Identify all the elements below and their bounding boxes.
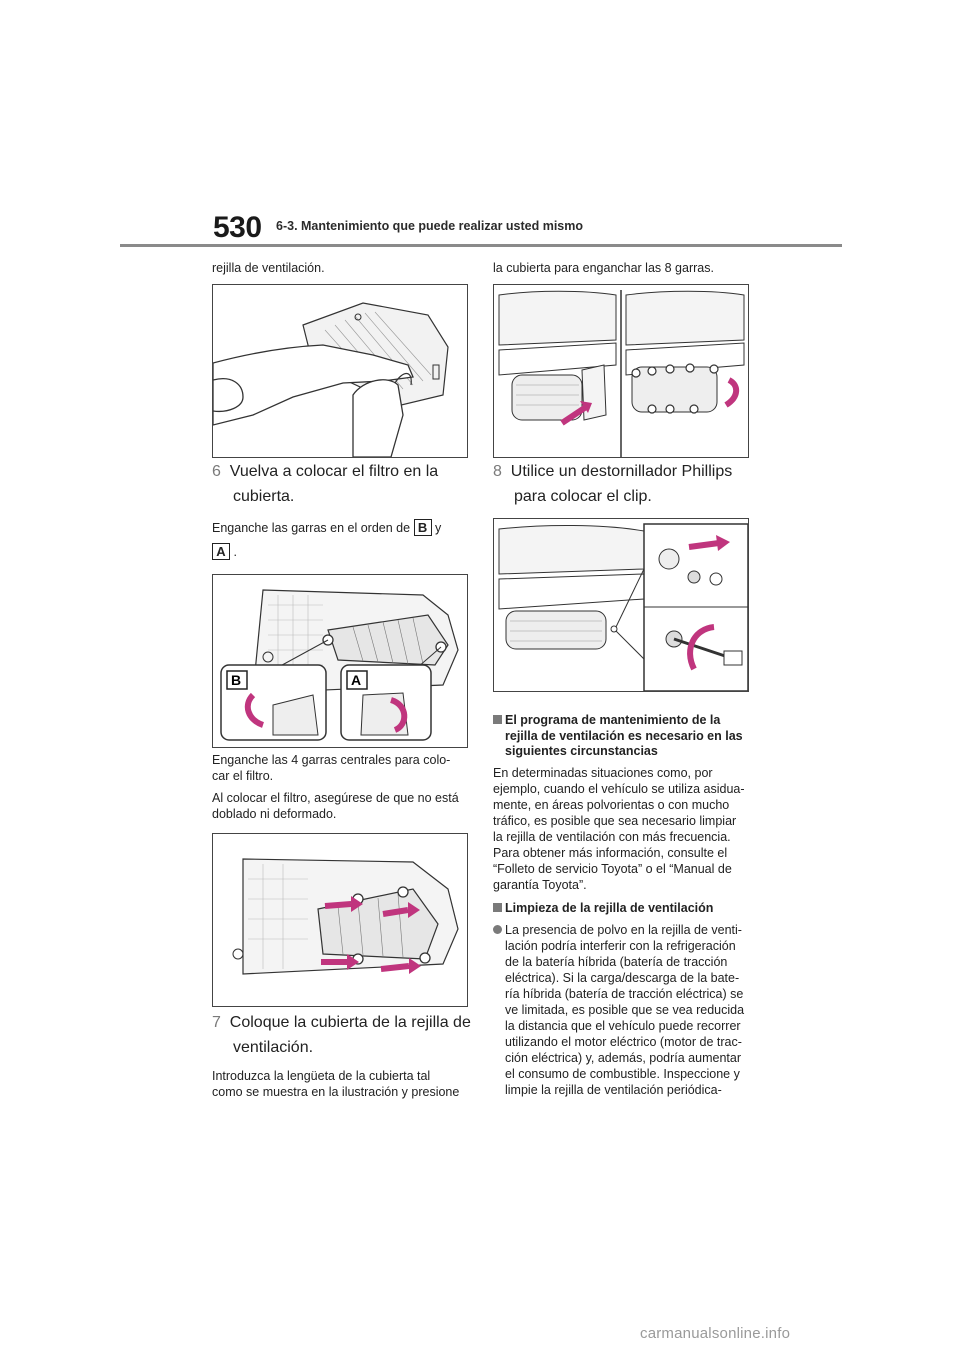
intro-text-left: rejilla de ventilación. — [212, 261, 325, 275]
step-7-note-line1: Introduzca la lengüeta de la cubierta ta… — [212, 1069, 431, 1083]
bullet-1-line2: lación podría interferir con la refriger… — [505, 939, 736, 953]
step-6-note-prefix: Enganche las garras en el orden de — [212, 521, 411, 535]
para-1-line2: ejemplo, cuando el vehículo se utiliza a… — [493, 782, 745, 796]
note-2-line2: car el filtro. — [212, 769, 274, 783]
heading-cleaning: Limpieza de la rejilla de ventilación — [493, 901, 713, 917]
footer-site-link[interactable]: carmanualsonline.info — [640, 1325, 791, 1342]
round-bullet-icon — [493, 925, 502, 934]
figure-cover-install — [493, 284, 749, 458]
step-6-line2: cubierta. — [233, 488, 295, 505]
note-2-line1: Enganche las 4 garras centrales para col… — [212, 753, 451, 767]
label-b: B — [413, 519, 432, 536]
step-6-line1: Vuelva a colocar el filtro en la — [229, 463, 439, 480]
para-1-line5: la rejilla de ventilación con más frecue… — [493, 830, 731, 844]
label-a: A — [212, 543, 230, 560]
para-1-line1: En determinadas situaciones como, por — [493, 766, 713, 780]
note-3-line1: Al colocar el filtro, asegúrese de que n… — [212, 791, 459, 805]
figure-claws-order: B A — [212, 574, 468, 748]
para-1-line3: mente, en áreas polvorientas o con mucho — [493, 798, 730, 812]
figure-remove-filter — [212, 284, 468, 458]
bullet-1-line5: ría híbrida (batería de tracción eléctri… — [505, 987, 744, 1001]
para-1-line7: “Folleto de servicio Toyota” o el “Manua… — [493, 862, 732, 876]
step-6-note-suffix: . — [233, 545, 237, 559]
heading-2-text: Limpieza de la rejilla de ventilación — [505, 901, 714, 915]
step-7-note: Introduzca la lengüeta de la cubierta ta… — [212, 1068, 459, 1100]
step-6-note-mid: y — [435, 521, 442, 535]
heading-1-line3: siguientes circunstancias — [505, 744, 658, 758]
step-7-line2: ventilación. — [233, 1039, 314, 1056]
step-8-line2: para colocar el clip. — [514, 488, 652, 505]
bullet-1-line7: la distancia que el vehículo puede recor… — [505, 1019, 741, 1033]
step-8: 8 Utilice un destornillador Phillips par… — [493, 459, 732, 509]
svg-text:A: A — [351, 672, 361, 688]
bullet-1-line6: ve limitada, es posible que se vea reduc… — [505, 1003, 745, 1017]
step-7-number: 7 — [212, 1014, 221, 1031]
note-3: Al colocar el filtro, asegúrese de que n… — [212, 790, 459, 822]
bullet-1-line1: La presencia de polvo en la rejilla de v… — [505, 923, 742, 937]
step-6-number: 6 — [212, 463, 221, 480]
step-6: 6 Vuelva a colocar el filtro en la cubie… — [212, 459, 438, 509]
para-1-line8: garantía Toyota”. — [493, 878, 587, 892]
para-1-line4: tráfico, es posible que sea necesario li… — [493, 814, 737, 828]
step-6-note-line2: A . — [212, 543, 237, 560]
bullet-1-line9: ción eléctrica) y, además, podría aument… — [505, 1051, 741, 1065]
heading-1-line1: El programa de mantenimiento de la — [505, 713, 721, 727]
section-title: 6-3. Mantenimiento que puede realizar us… — [276, 219, 584, 233]
step-7: 7 Coloque la cubierta de la rejilla de v… — [212, 1010, 471, 1060]
paragraph-maintenance: En determinadas situaciones como, por ej… — [493, 765, 745, 893]
bullet-1-line8: utilizando el motor eléctrico (motor de … — [505, 1035, 742, 1049]
note-2: Enganche las 4 garras centrales para col… — [212, 752, 450, 784]
figure-clip-screw — [493, 518, 749, 692]
heading-maintenance-program: El programa de mantenimiento de la rejil… — [493, 713, 763, 760]
bullet-1-line10: el consumo de combustible. Inspeccione y — [505, 1067, 740, 1081]
step-6-note: Enganche las garras en el orden de B y — [212, 519, 472, 536]
step-7-line1: Coloque la cubierta de la rejilla de — [229, 1014, 471, 1031]
step-7-note-line2: como se muestra en la ilustración y pres… — [212, 1085, 460, 1099]
square-bullet-icon — [493, 715, 502, 724]
figure-center-claws — [212, 833, 468, 1007]
bullet-1-line11: limpie la rejilla de ventilación periódi… — [505, 1083, 722, 1097]
intro-text-right: la cubierta para enganchar las 8 garras. — [493, 261, 714, 275]
step-8-line1: Utilice un destornillador Phillips — [510, 463, 733, 480]
bullet-1-line3: de la batería híbrida (batería de tracci… — [505, 955, 728, 969]
bullet-dust: La presencia de polvo en la rejilla de v… — [493, 922, 744, 1098]
header-rule — [120, 244, 842, 247]
bullet-1-line4: eléctrica). Si la carga/descarga de la b… — [505, 971, 740, 985]
para-1-line6: Para obtener más información, consulte e… — [493, 846, 728, 860]
step-8-number: 8 — [493, 463, 502, 480]
svg-text:B: B — [231, 672, 241, 688]
note-3-line2: doblado ni deformado. — [212, 807, 337, 821]
heading-1-line2: rejilla de ventilación es necesario en l… — [505, 728, 743, 743]
page-number: 530 — [213, 211, 262, 244]
square-bullet-icon — [493, 903, 502, 912]
